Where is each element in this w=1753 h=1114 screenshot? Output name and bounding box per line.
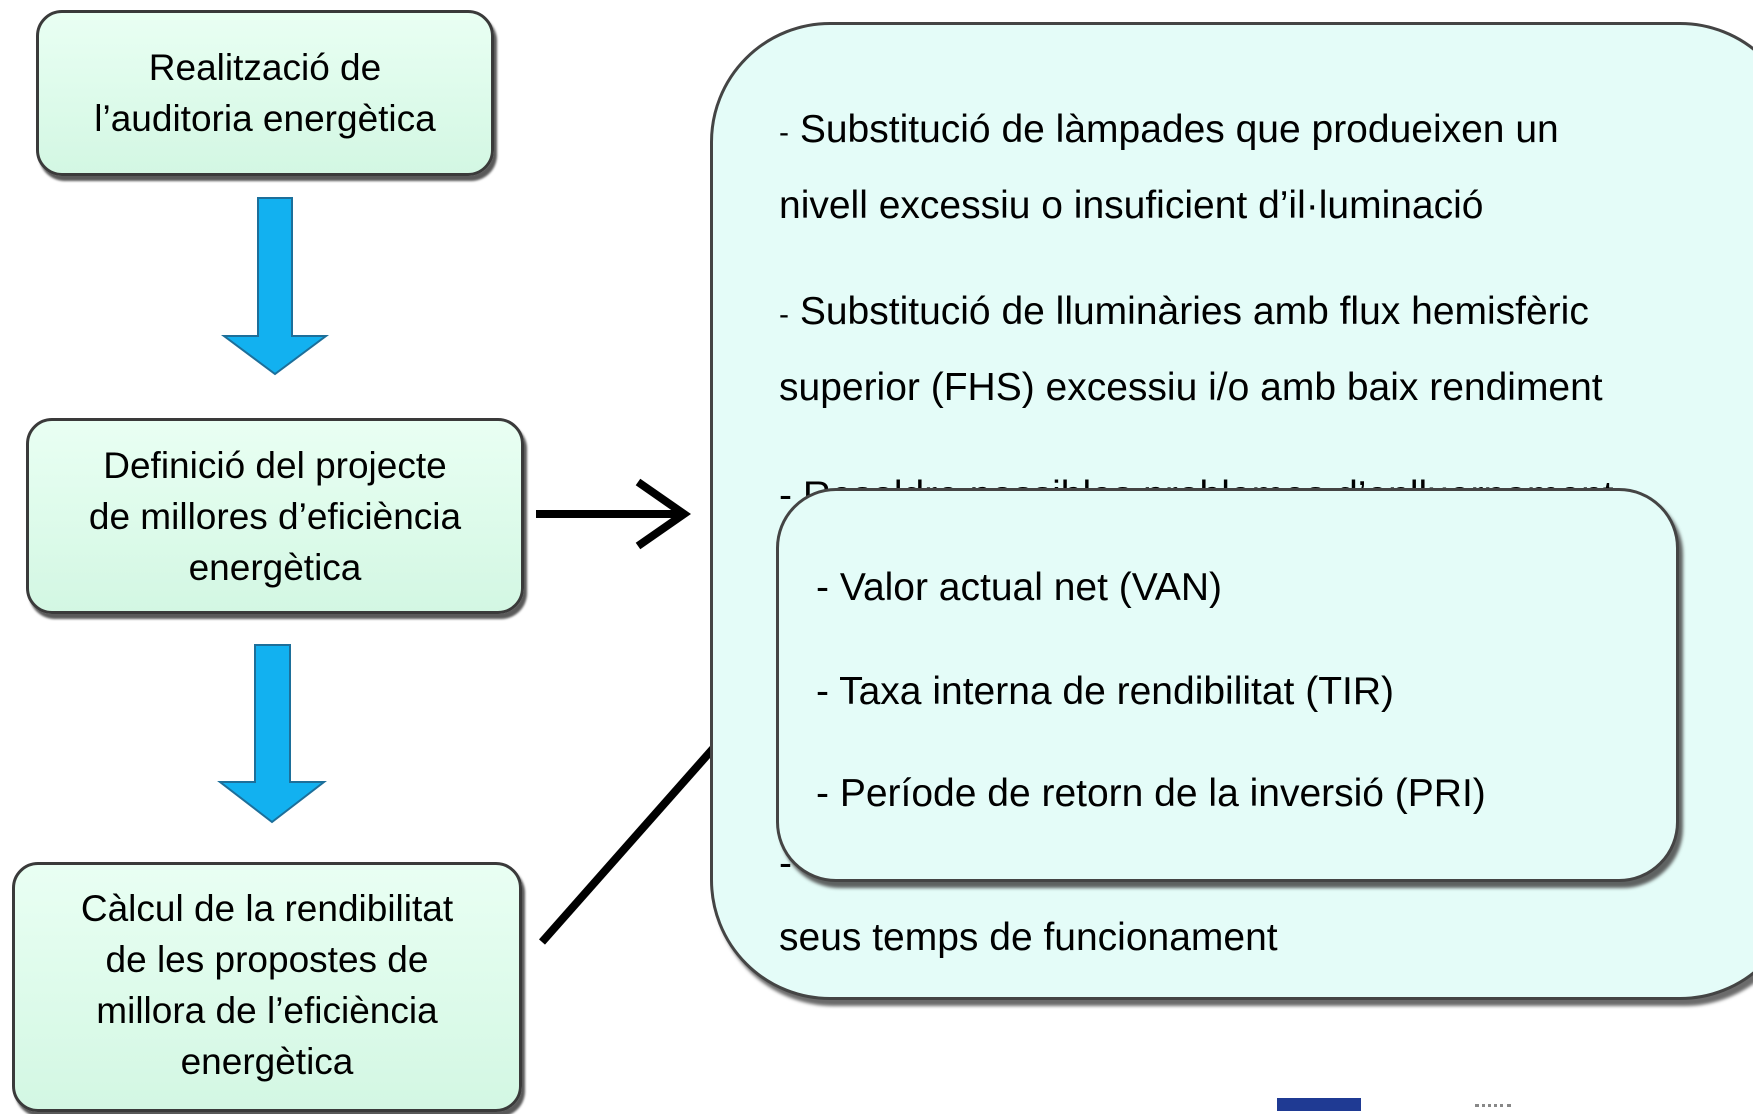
improvement-1-dash: - bbox=[779, 116, 789, 149]
improvement-last-line-2: seus temps de funcionament bbox=[779, 916, 1278, 959]
improvement-2-line-2: superior (FHS) excessiu i/o amb baix ren… bbox=[779, 366, 1603, 409]
improvement-2-dash: - bbox=[779, 298, 789, 331]
flow-arrow-down-1 bbox=[220, 197, 330, 376]
improvement-1-line-2: nivell excessiu o insuficient d’il·lumin… bbox=[779, 184, 1484, 227]
improvement-1-text: Substitució de làmpades que produeixen u… bbox=[799, 108, 1559, 151]
step-project-label: Definició del projecte de millores d’efi… bbox=[88, 444, 462, 588]
connector-arrow-right bbox=[536, 478, 692, 550]
step-profitability-label: Càlcul de la rendibilitat de les propost… bbox=[80, 888, 454, 1082]
metric-pri: - Període de retorn de la inversió (PRI) bbox=[816, 772, 1486, 815]
step-project-definition: Definició del projecte de millores d’efi… bbox=[26, 418, 524, 614]
step-audit-label: Realització de l’auditoria energètica bbox=[94, 47, 436, 139]
step-profitability: Càlcul de la rendibilitat de les propost… bbox=[12, 862, 522, 1112]
metric-van: - Valor actual net (VAN) bbox=[816, 566, 1223, 609]
improvement-2-line-1: - Substitució de lluminàries amb flux he… bbox=[779, 290, 1589, 337]
profitability-metrics-panel bbox=[776, 488, 1679, 882]
improvement-2-text: Substitució de lluminàries amb flux hemi… bbox=[799, 290, 1589, 333]
metric-tir: - Taxa interna de rendibilitat (TIR) bbox=[816, 670, 1395, 713]
step-audit: Realització de l’auditoria energètica bbox=[36, 10, 494, 176]
eu-flag-logo bbox=[1277, 1098, 1361, 1111]
flow-arrow-down-2 bbox=[217, 644, 327, 824]
improvement-1-line-1: - Substitució de làmpades que produeixen… bbox=[779, 108, 1559, 155]
institution-seal-logo bbox=[1475, 1104, 1511, 1114]
